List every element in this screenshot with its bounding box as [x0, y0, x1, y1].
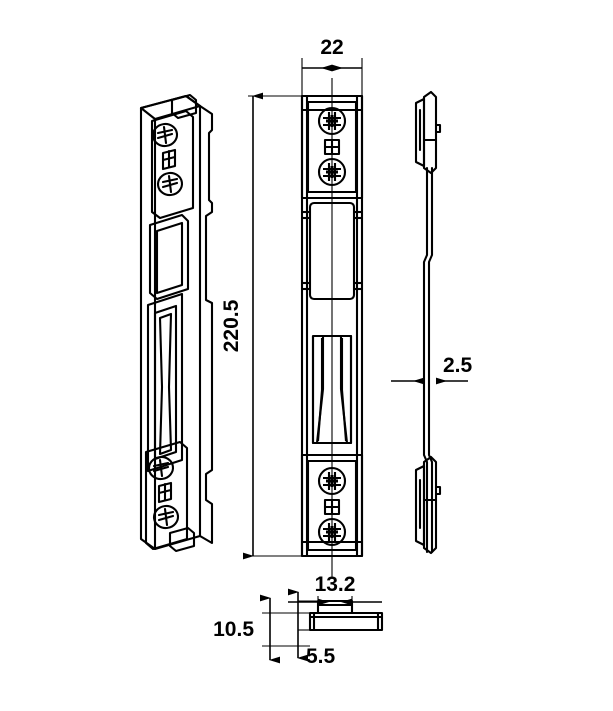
iso-top-boss — [150, 109, 195, 220]
iso-screw-bottom-1 — [147, 455, 175, 481]
iso-bottom-tab — [168, 526, 196, 553]
side-body-left — [422, 166, 429, 554]
dim-label-2-5: 2.5 — [443, 354, 473, 377]
side-top-lug — [434, 123, 442, 134]
side-bottom-lug — [434, 485, 442, 496]
iso-upper-recess-inner — [155, 221, 184, 295]
iso-screw-bottom-2 — [152, 504, 180, 530]
dim-label-5-5: 5.5 — [306, 645, 336, 668]
iso-center-tongue — [158, 312, 173, 456]
side-bottom-head — [422, 455, 438, 555]
iso-center-recess — [146, 292, 184, 473]
dim-label-22: 22 — [320, 36, 343, 59]
iso-top-tab — [170, 93, 198, 120]
front-tongue-taper — [316, 338, 348, 442]
detail-base-slab — [308, 611, 384, 632]
iso-slot-top — [161, 148, 177, 171]
iso-side-face — [198, 104, 214, 545]
dimension-length-220-5 — [243, 92, 302, 560]
iso-center-recess-inner — [153, 304, 178, 461]
side-view — [414, 90, 442, 555]
iso-slot-bottom — [157, 481, 173, 504]
detail-base-ends — [312, 613, 380, 630]
dimension-width-22 — [301, 58, 363, 96]
front-view — [300, 78, 364, 578]
isometric-view — [139, 93, 214, 553]
side-bottom-flange — [414, 464, 426, 547]
iso-bottom-boss — [144, 440, 189, 551]
dim-label-13-2: 13.2 — [315, 573, 356, 596]
iso-upper-recess — [148, 213, 190, 301]
iso-screw-top-1 — [151, 122, 179, 148]
side-top-flange — [414, 97, 426, 168]
iso-screw-top-2 — [156, 171, 184, 197]
side-top-head — [422, 90, 438, 175]
side-body-right — [427, 166, 434, 554]
dim-label-10-5: 10.5 — [213, 618, 254, 641]
dimension-height-5-5 — [288, 588, 318, 662]
dim-label-220-5: 220.5 — [220, 299, 243, 352]
